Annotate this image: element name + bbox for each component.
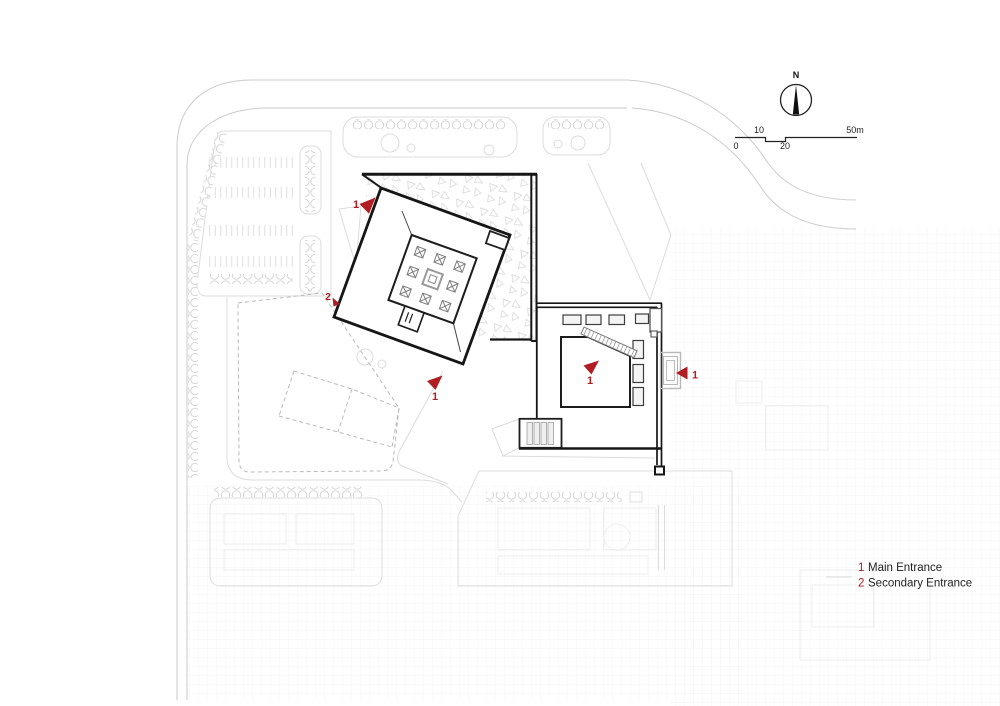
scale-tick-50m: 50m bbox=[846, 125, 864, 135]
secondary-building bbox=[518, 302, 682, 476]
marker-label: 2 bbox=[325, 292, 331, 303]
main-building-corner-notch bbox=[484, 229, 511, 252]
context-paving-grid bbox=[186, 228, 1000, 706]
entrance-arrow-icon bbox=[676, 366, 688, 380]
secondary-building-stair-block bbox=[518, 417, 563, 449]
north-arrow: N bbox=[779, 70, 813, 117]
courtyard-ramp bbox=[580, 326, 638, 359]
marker-label: 1 bbox=[353, 199, 359, 211]
north-label: N bbox=[793, 70, 800, 80]
entrance-arrow-icon bbox=[359, 197, 376, 214]
legend-label: Secondary Entrance bbox=[868, 578, 972, 590]
marker-label: 1 bbox=[692, 370, 698, 382]
legend-label: Main Entrance bbox=[868, 562, 942, 574]
entrance-arrow-icon bbox=[583, 360, 599, 375]
legend: 1 Main Entrance 2 Secondary Entrance bbox=[858, 562, 972, 590]
context-roads bbox=[176, 79, 857, 700]
compass-circle-icon bbox=[779, 83, 813, 117]
scale-tick-20: 20 bbox=[780, 141, 790, 151]
main-building bbox=[332, 186, 512, 366]
secondary-building-skylights bbox=[562, 313, 650, 326]
scale-tick-0: 0 bbox=[733, 141, 738, 151]
marker-secondary-entrance: 2 bbox=[325, 292, 340, 307]
context-tree-rows bbox=[188, 119, 622, 502]
marker-courtyard-entrance: 1 bbox=[583, 360, 599, 387]
legend-item-secondary-entrance: 2 Secondary Entrance bbox=[858, 578, 972, 590]
marker-label: 1 bbox=[587, 375, 593, 387]
marker-main-entrance-bottom: 1 bbox=[427, 375, 443, 403]
scale-bar-line bbox=[735, 136, 857, 143]
future-phase-dashed-outline bbox=[237, 292, 400, 473]
legend-number: 1 bbox=[858, 562, 864, 574]
entrance-arrow-icon bbox=[332, 297, 340, 307]
secondary-building-wall-foot bbox=[654, 465, 665, 476]
scale-tick-10: 10 bbox=[754, 125, 764, 135]
legend-item-main-entrance: 1 Main Entrance bbox=[858, 562, 942, 574]
entrance-arrow-icon bbox=[427, 375, 443, 390]
entrance-markers: 1 2 1 1 1 bbox=[325, 197, 698, 403]
secondary-building-east-rooms bbox=[632, 339, 645, 407]
secondary-building-north-wall bbox=[536, 302, 662, 309]
secondary-building-courtyard bbox=[560, 336, 631, 408]
context-planting-beds bbox=[342, 116, 611, 369]
marker-main-entrance-top: 1 bbox=[353, 197, 376, 214]
courtyard-center-feature bbox=[421, 267, 445, 291]
scale-bar: 10 50m 0 20 bbox=[733, 125, 863, 151]
main-building-courtyard bbox=[387, 233, 478, 325]
context-existing-buildings bbox=[209, 380, 931, 661]
compass-needle-icon bbox=[792, 85, 800, 115]
courtyard-skylight-grid bbox=[399, 245, 466, 313]
secondary-building-corner-room bbox=[649, 307, 663, 333]
legend-number: 2 bbox=[858, 578, 864, 590]
marker-label: 1 bbox=[432, 391, 438, 403]
marker-east-entrance: 1 bbox=[676, 366, 698, 382]
